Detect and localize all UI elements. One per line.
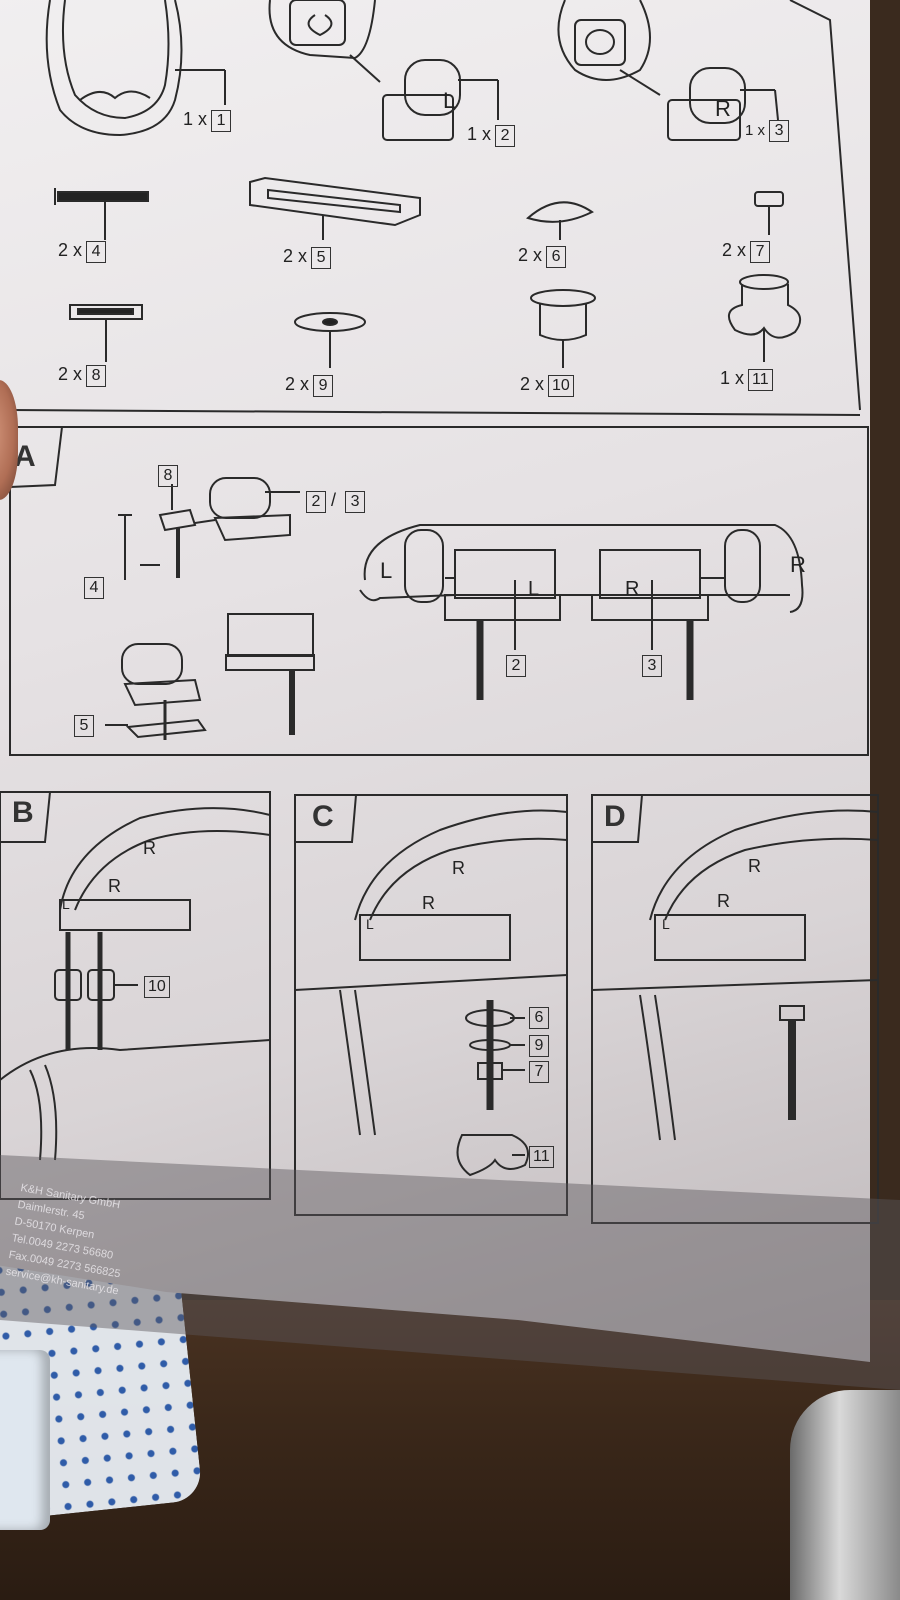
part-6-cap-drawing — [525, 201, 594, 240]
panel-b-drawings — [0, 807, 271, 1161]
panel-b-label-l: L — [62, 896, 70, 912]
callout-10: 10 — [140, 975, 170, 998]
callout-7: 7 — [525, 1060, 549, 1083]
hinge-letter-left: L — [443, 88, 456, 113]
panel-d-letter: D — [604, 800, 626, 833]
panel-d-label-r1: R — [748, 856, 761, 876]
panel-c-drawings — [294, 809, 568, 1177]
callout-seat-2: 2 — [502, 654, 526, 677]
panel-d-label-l: L — [662, 916, 670, 932]
seat-letter-r-outer: R — [790, 552, 806, 577]
hinge-letter-right: R — [715, 96, 731, 121]
panel-c-frame — [294, 794, 568, 1216]
panel-a-drawings — [105, 477, 804, 740]
company-address: K&H Sanitary GmbH Daimlerstr. 45 D-50170… — [4, 1180, 134, 1300]
callout-5: 5 — [70, 714, 94, 737]
part-8-plate-drawing — [69, 304, 143, 362]
seat-letter-r-inner: R — [625, 578, 640, 600]
callout-2-3: 2 / 3 — [302, 490, 366, 513]
part-11-wingnut-drawing — [727, 274, 802, 362]
callout-4: 4 — [80, 576, 104, 599]
panel-d-label-r2: R — [717, 891, 730, 911]
finger-holding-sheet — [0, 380, 18, 500]
panel-b-label-r1: R — [143, 838, 156, 858]
callout-6: 6 — [525, 1006, 549, 1029]
panel-d-tab — [592, 794, 644, 843]
seat-letter-l-outer: L — [380, 558, 393, 583]
metal-object — [790, 1390, 900, 1600]
part-9-washer-drawing — [294, 312, 366, 368]
part-5-plate-drawing — [249, 176, 421, 240]
panel-c-label-l: L — [366, 916, 374, 932]
panel-d-frame — [591, 794, 879, 1224]
panel-a-letter: A — [14, 440, 36, 473]
panel-b-tab — [0, 791, 52, 843]
parts-frame-edge — [789, 0, 861, 411]
panel-c-tab — [295, 794, 358, 843]
ceramic-pot — [0, 1350, 50, 1530]
panel-c-letter: C — [312, 800, 334, 833]
callout-8: 8 — [154, 464, 178, 487]
panel-b-frame — [0, 791, 271, 1200]
parts-frame-bottom — [9, 409, 861, 416]
part-2-hinge-drawing — [268, 0, 499, 141]
part-10-sleeve-drawing — [530, 289, 596, 368]
part-4-bolt-drawing — [54, 188, 149, 240]
instruction-sheet — [0, 0, 870, 1362]
panel-b-letter: B — [12, 796, 34, 829]
seat-letter-l-inner: L — [528, 578, 540, 600]
panel-a-frame — [9, 426, 869, 756]
part-1-seat-drawing — [45, 0, 226, 137]
panel-a-tab — [9, 426, 64, 488]
sheet-footer-shade — [0, 1155, 900, 1390]
panel-c-label-r1: R — [452, 858, 465, 878]
panel-c-label-r2: R — [422, 893, 435, 913]
part-3-hinge-drawing — [557, 0, 779, 141]
callout-seat-3: 3 — [638, 654, 662, 677]
part-7-nut-drawing — [754, 191, 784, 235]
panel-b-label-r2: R — [108, 876, 121, 896]
callout-11: 11 — [525, 1145, 554, 1168]
callout-9: 9 — [525, 1034, 549, 1057]
panel-d-drawings — [591, 809, 879, 1141]
